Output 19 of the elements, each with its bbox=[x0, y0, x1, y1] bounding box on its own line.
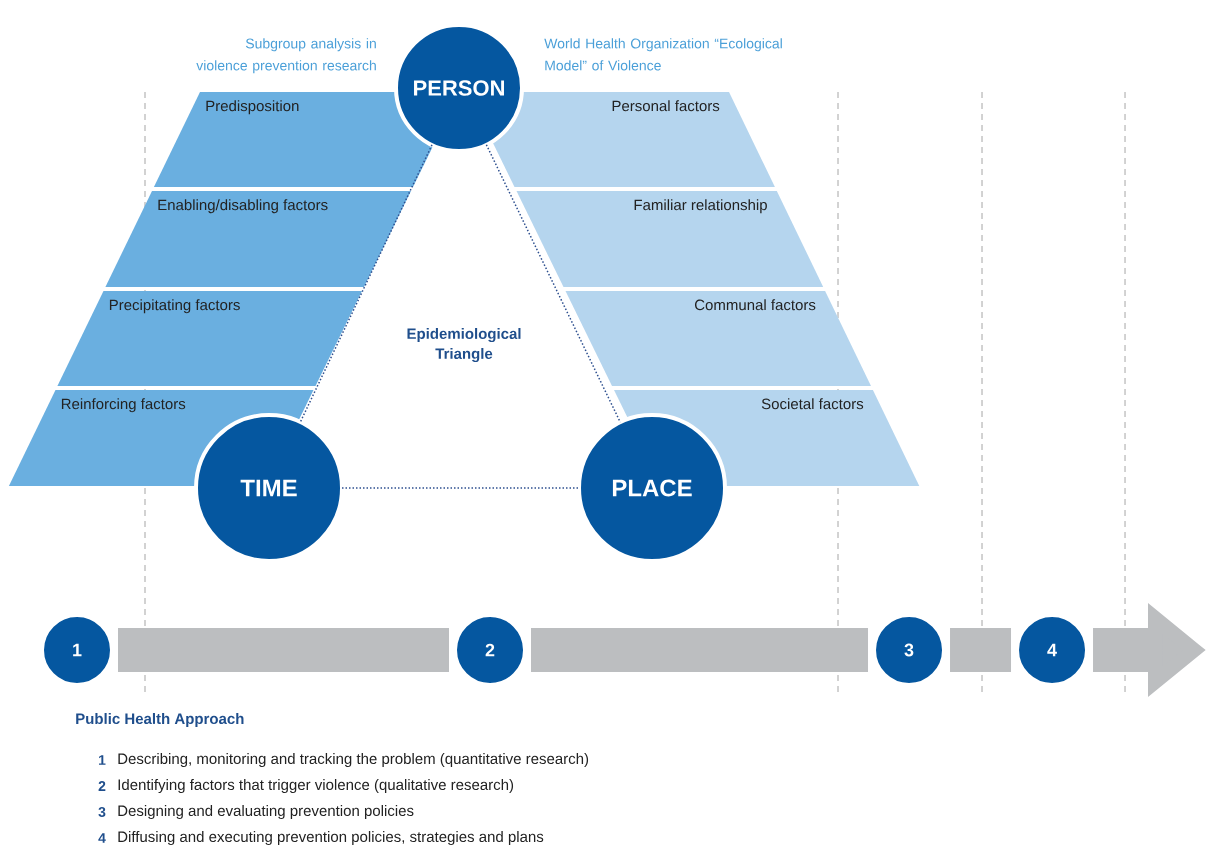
legend-heading: Public Health Approach bbox=[76, 713, 244, 727]
heading-text: World Health Organization “Ecological Model” of Violence bbox=[544, 38, 782, 71]
list-number: 2 bbox=[98, 781, 106, 791]
list-item: Identifying factors that trigger violence (qualitative research) bbox=[118, 779, 514, 793]
factor-band: Communal factors bbox=[565, 291, 871, 386]
factor-band: Familiar relationship bbox=[516, 191, 824, 287]
list-number: 3 bbox=[98, 807, 106, 817]
dotted-line bbox=[485, 144, 622, 423]
list-item: Designing and evaluating prevention policies bbox=[118, 805, 414, 819]
dotted-line bbox=[299, 144, 433, 423]
factor-band: Enabling/disabling factors bbox=[105, 191, 411, 287]
dotted-line bbox=[341, 487, 580, 489]
factor-band: Precipitating factors bbox=[57, 291, 362, 386]
list-number: 1 bbox=[99, 755, 106, 765]
list-item: Diffusing and executing prevention policies, strategies and plans bbox=[118, 831, 544, 845]
list-number: 4 bbox=[98, 833, 106, 843]
triangle-label: Epidemiological Triangle bbox=[407, 328, 521, 363]
list-item: Describing, monitoring and tracking the problem (quantitative research) bbox=[118, 753, 589, 767]
heading-text: Subgroup analysis in violence prevention research bbox=[196, 38, 376, 74]
